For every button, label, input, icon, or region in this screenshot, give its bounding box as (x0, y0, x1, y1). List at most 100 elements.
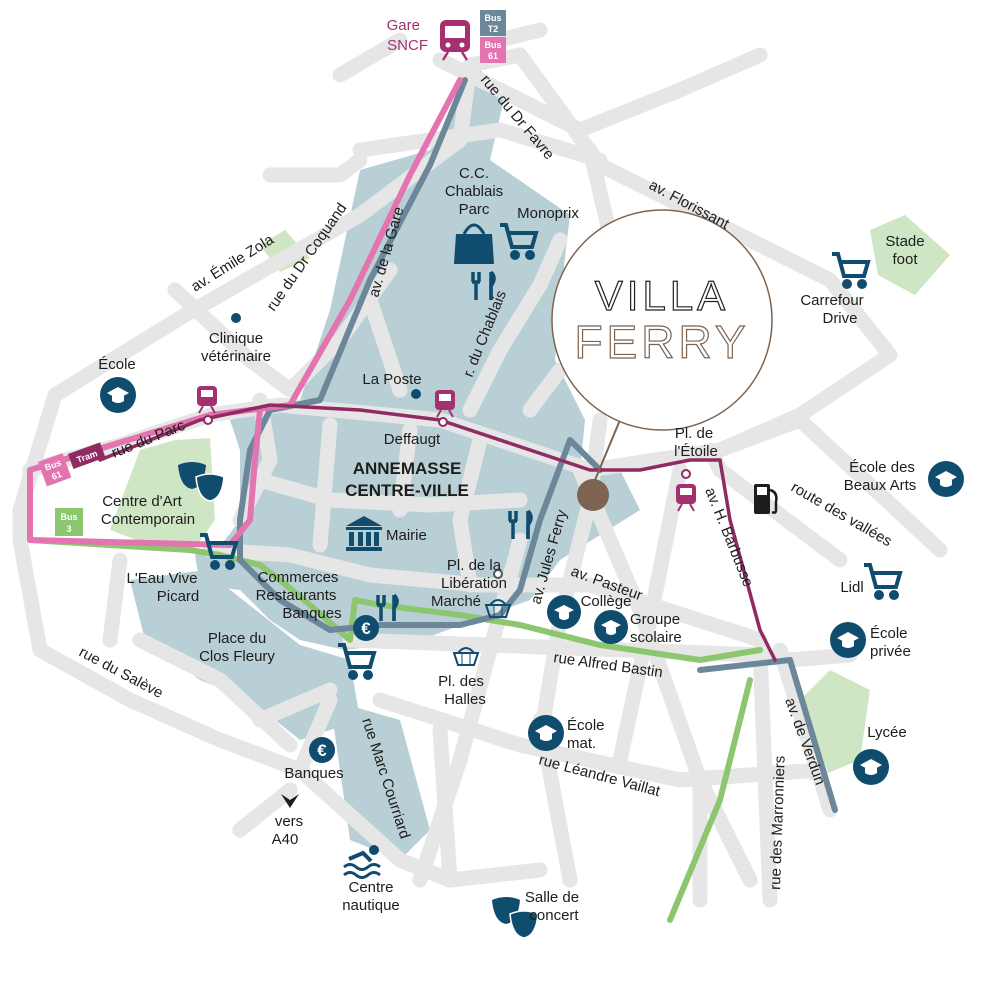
tram-stops (203, 415, 691, 579)
school-icon (853, 749, 889, 785)
commerces-line1: Commerces (258, 569, 339, 586)
market-basket-icon (484, 599, 512, 618)
commerces-line3: Banques (282, 605, 341, 622)
direction-arrow-icon (281, 794, 299, 808)
shopping-bag-icon (454, 223, 494, 264)
centre-art-line1: Centre d'Art (102, 493, 182, 510)
halles-line1: Pl. des (438, 673, 484, 690)
badge-bus-t2-line1: Bus (484, 13, 501, 23)
town-hall-icon (346, 516, 382, 551)
mairie-label: Mairie (386, 527, 427, 544)
a40-line1: vers (275, 813, 303, 830)
place-labels: C.C. Chablais Parc Monoprix Stade foot C… (98, 165, 924, 924)
clos-fleury-line2: Clos Fleury (199, 648, 275, 665)
market-basket-icon (452, 647, 480, 666)
clinique-marker (231, 313, 241, 323)
euro-icon: € (353, 615, 379, 641)
cc-chablais-line3: Parc (459, 201, 490, 218)
school-icon (594, 610, 628, 644)
train-icon (440, 20, 470, 61)
deffaugt-label: Deffaugt (384, 431, 441, 448)
shopping-cart-icon (200, 533, 239, 570)
ecole-label: École (98, 356, 136, 373)
bus-t2-line-east (697, 657, 838, 813)
tram-icon (435, 390, 455, 418)
district-line1: ANNEMASSE (353, 459, 462, 478)
school-icon (528, 715, 564, 751)
lidl-label: Lidl (840, 579, 863, 596)
restaurant-icon (376, 593, 399, 621)
a40-line2: A40 (272, 831, 299, 848)
gare-sncf[interactable]: Gare SNCF (387, 17, 470, 61)
badge-bus-3: Bus 3 (55, 508, 83, 536)
clos-fleury-line1: Place du (208, 630, 266, 647)
school-icon (100, 377, 136, 413)
centre-art-line2: Contemporain (101, 511, 195, 528)
tram-icon (676, 484, 696, 512)
shopping-cart-icon (864, 563, 903, 600)
tram-icon (197, 386, 217, 414)
shopping-cart-icon (500, 223, 539, 260)
beaux-arts-line2: Beaux Arts (844, 477, 917, 494)
gare-line1: Gare (387, 17, 420, 34)
street-barbusse: av. H. Barbusse (701, 485, 756, 589)
ecole-privee-line1: École (870, 625, 908, 642)
tram-line (98, 403, 777, 662)
theater-masks-icon (492, 897, 539, 939)
groupe-scolaire-line2: scolaire (630, 629, 682, 646)
bus-3-line-south (667, 677, 753, 923)
badge-bus-3-line1: Bus (60, 512, 77, 522)
badge-bus-61-left: Bus 61 (38, 453, 72, 487)
eau-vive-line1: L'Eau Vive (127, 570, 198, 587)
groupe-scolaire-line1: Groupe (630, 611, 680, 628)
ecole-mat-line2: mat. (567, 735, 596, 752)
clinique-line1: Clinique (209, 330, 263, 347)
district-line2: CENTRE-VILLE (345, 481, 469, 500)
villa-ferry-marker[interactable]: VILLA FERRY (551, 209, 773, 511)
shopping-cart-icon (832, 252, 871, 289)
salle-concert-line1: Salle de (525, 889, 579, 906)
villa-ferry-line2: FERRY (574, 316, 749, 368)
badge-bus-61-top: Bus 61 (480, 37, 506, 63)
badge-tram: Tram (68, 442, 106, 470)
school-icon (547, 595, 581, 629)
beaux-arts-line1: École des (849, 459, 915, 476)
etoile-line2: l'Étoile (674, 443, 718, 460)
monoprix-label: Monoprix (517, 205, 579, 222)
villa-ferry-line1: VILLA (595, 272, 729, 319)
centre-nautique-line2: nautique (342, 897, 400, 914)
stade-line1: Stade (885, 233, 924, 250)
badge-bus-3-line2: 3 (66, 524, 71, 534)
la-poste-marker (411, 389, 421, 399)
shopping-cart-icon (338, 643, 377, 680)
bus-t2-line (237, 77, 603, 633)
salle-concert-line2: concert (529, 907, 579, 924)
stade-line2: foot (892, 251, 918, 268)
commerces-line2: Restaurants (256, 587, 337, 604)
la-poste-label: La Poste (362, 371, 421, 388)
parks (110, 215, 950, 780)
badge-bus-t2: Bus T2 (480, 10, 506, 36)
cc-chablais-line1: C.C. (459, 165, 489, 182)
theater-masks-icon (178, 462, 225, 502)
euro-icon: € (309, 737, 335, 763)
bus-61-line (27, 77, 463, 548)
ecole-privee-line2: privée (870, 643, 911, 660)
badge-bus-61-top-line2: 61 (488, 51, 498, 61)
street-marronniers: rue des Marronniers (767, 755, 789, 890)
carrefour-line2: Drive (822, 310, 857, 327)
centre-nautique-line1: Centre (348, 879, 393, 896)
swimming-icon (343, 845, 381, 879)
halles-line2: Halles (444, 691, 486, 708)
gare-line2: SNCF (387, 37, 428, 54)
clinique-line2: vétérinaire (201, 348, 271, 365)
ecole-mat-line1: École (567, 717, 605, 734)
svg-text:€: € (361, 619, 371, 638)
badge-bus-61-left-line2: 61 (50, 469, 63, 482)
liberation-line2: Libération (441, 575, 507, 592)
marche-label: Marché (431, 593, 481, 610)
restaurant-icon (508, 509, 533, 539)
banques-label: Banques (284, 765, 343, 782)
